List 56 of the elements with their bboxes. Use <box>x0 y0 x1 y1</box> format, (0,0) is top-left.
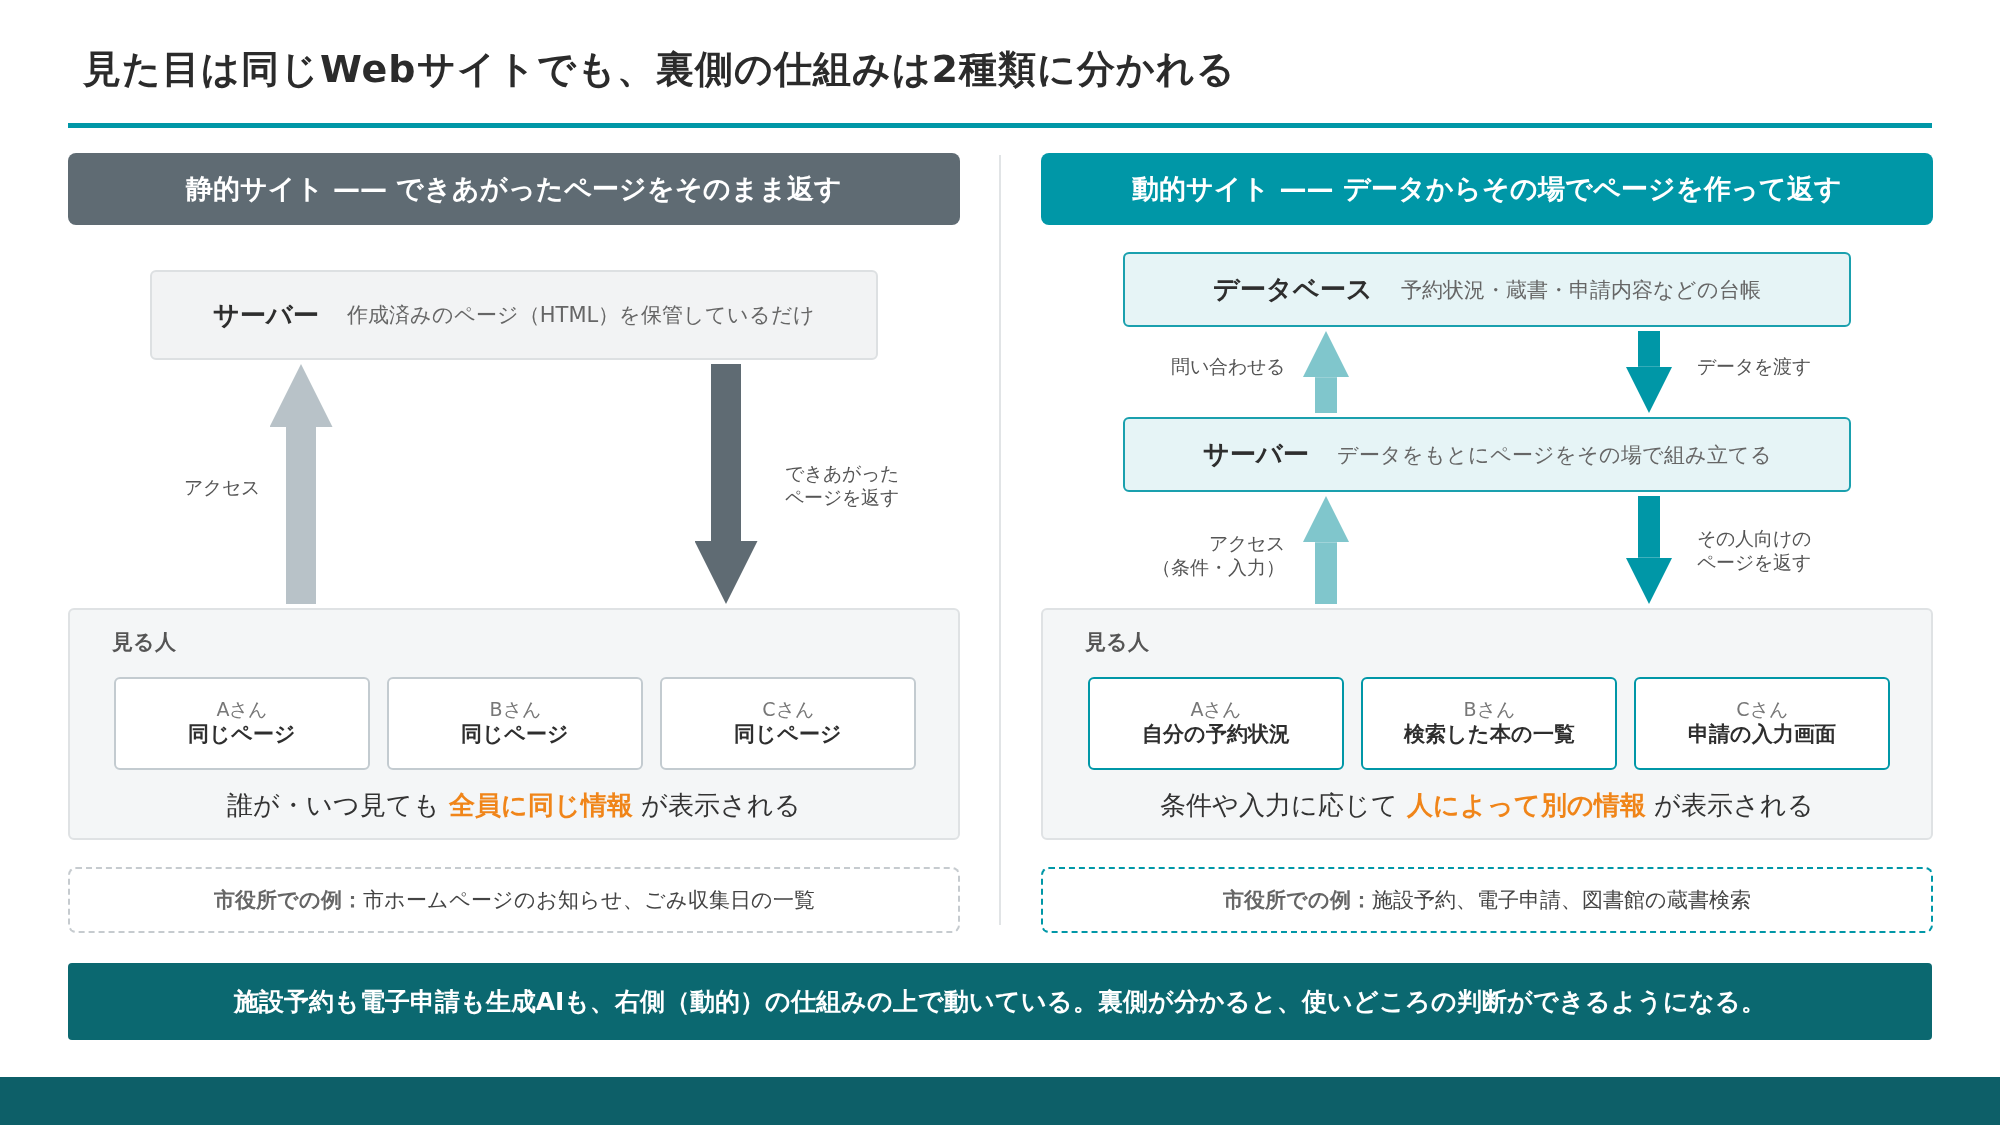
box-title: データベース <box>1213 273 1373 306</box>
viewer-panel <box>68 608 960 840</box>
server-box <box>1123 252 1851 327</box>
edge-label: その人向けのページを返す <box>1697 527 1812 575</box>
page-label: 同じページ <box>461 721 569 749</box>
person-label: Bさん <box>489 698 541 722</box>
edge-label: アクセス（条件・入力） <box>1151 532 1285 580</box>
example-text: 市役所での例：市ホームページのお知らせ、ごみ収集日の一覧 <box>213 887 815 914</box>
header-band <box>1041 153 1933 225</box>
viewer-card <box>114 677 370 770</box>
header-title: 動的サイト —— データからその場でページを作って返す <box>1132 172 1842 206</box>
person-label: Cさん <box>1736 698 1788 722</box>
summary-text: 条件や入力に応じて 人によって別の情報 が表示される <box>1159 789 1815 822</box>
panel-title: 見る人 <box>1085 629 1149 656</box>
person-label: Aさん <box>1190 698 1242 722</box>
box-title: サーバー <box>212 298 319 332</box>
panel-title: 見る人 <box>112 629 176 656</box>
arrow <box>269 364 333 604</box>
box-title: サーバー <box>1202 438 1309 471</box>
example-box <box>1041 867 1933 933</box>
edge-label: 問い合わせる <box>1170 355 1285 379</box>
viewer-panel <box>1041 608 1933 840</box>
viewer-card <box>1361 677 1617 770</box>
person-label: Bさん <box>1463 698 1515 722</box>
header-title: 静的サイト —— できあがったページをそのまま返す <box>185 172 843 206</box>
page-label: 自分の予約状況 <box>1142 721 1290 749</box>
arrow <box>1625 496 1673 604</box>
page-label: 同じページ <box>188 721 296 749</box>
page-title: 見た目は同じWebサイトでも、裏側の仕組みは2種類に分かれる <box>83 46 1236 93</box>
arrow <box>1302 496 1350 604</box>
viewer-card <box>387 677 643 770</box>
banner-text: 施設予約も電子申請も生成AIも、右側（動的）の仕組みの上で動いている。裏側が分かると、使いどころの判断ができるようになる。 <box>233 986 1767 1018</box>
example-text: 市役所での例：施設予約、電子申請、図書館の蔵書検索 <box>1223 887 1751 914</box>
person-label: Cさん <box>762 698 814 722</box>
box-description: データをもとにページをその場で組み立てる <box>1336 441 1772 469</box>
edge-label: アクセス <box>183 476 260 500</box>
viewer-card <box>1088 677 1344 770</box>
box-description: 予約状況・蔵書・申請内容などの台帳 <box>1401 276 1761 304</box>
viewer-card <box>660 677 916 770</box>
edge-label: データを渡す <box>1697 355 1812 379</box>
message-banner <box>68 963 1932 1040</box>
server-box <box>1123 417 1851 492</box>
server-box <box>150 270 878 360</box>
box-description: 作成済みのページ（HTML）を保管しているだけ <box>346 302 816 329</box>
viewer-card <box>1634 677 1890 770</box>
page-label: 申請の入力画面 <box>1688 721 1836 749</box>
arrow <box>694 364 758 604</box>
header-band <box>68 153 960 225</box>
example-box <box>68 867 960 933</box>
page-label: 同じページ <box>734 721 842 749</box>
arrow <box>1625 331 1673 413</box>
arrow <box>1302 331 1350 413</box>
edge-label: できあがったページを返す <box>785 462 900 510</box>
person-label: Aさん <box>216 698 268 722</box>
page-label: 検索した本の一覧 <box>1403 721 1575 749</box>
summary-text: 誰が・いつ見ても 全員に同じ情報 が表示される <box>226 789 802 822</box>
